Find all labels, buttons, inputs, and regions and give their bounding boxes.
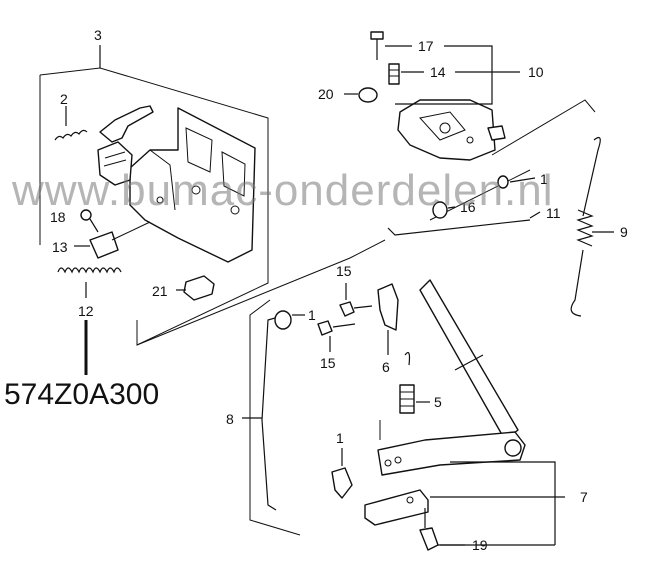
- label-16: 16: [460, 199, 476, 215]
- governor-arm: [377, 279, 526, 476]
- bolt-17: [370, 31, 412, 60]
- label-21: 21: [152, 283, 168, 299]
- label-18: 18: [50, 209, 66, 225]
- watermark-text: www.bumac-onderdelen.nl: [12, 166, 554, 215]
- label-5: 5: [434, 394, 442, 410]
- screw-18: [80, 209, 99, 233]
- callout-labels: 3 2 18 13 12 21 17 14 10 20 1 16 11 9 15…: [50, 27, 628, 553]
- label-14: 14: [430, 64, 446, 80]
- clip-1-upper: [497, 175, 536, 189]
- label-13: 13: [52, 239, 68, 255]
- label-20: 20: [318, 86, 334, 102]
- assembly-outline-3: [39, 45, 269, 346]
- label-15-upper: 15: [336, 263, 352, 279]
- screw-15-upper: [339, 283, 373, 317]
- control-lever: [97, 105, 154, 186]
- label-3: 3: [94, 27, 102, 43]
- spring-2: [54, 106, 88, 141]
- label-15-lower: 15: [320, 355, 336, 371]
- nut-16: [432, 201, 456, 219]
- part-number: 574Z0A300: [4, 378, 160, 411]
- label-12: 12: [78, 303, 94, 319]
- spring-9: [570, 137, 614, 317]
- control-plate: [129, 107, 256, 263]
- label-10: 10: [528, 64, 544, 80]
- label-9: 9: [620, 224, 628, 240]
- nut-21: [176, 275, 215, 301]
- bracket-10: [395, 45, 520, 105]
- rod-11: [387, 211, 541, 236]
- bolt-19: [419, 508, 555, 551]
- label-8: 8: [226, 411, 234, 427]
- label-17: 17: [418, 38, 434, 54]
- label-2: 2: [60, 91, 68, 107]
- label-1-upper: 1: [540, 171, 548, 187]
- clip-1-lower: [331, 448, 353, 499]
- label-1-lower: 1: [336, 430, 344, 446]
- plate-7: [364, 461, 565, 545]
- clip-13: [74, 221, 151, 259]
- spring-5: [399, 352, 430, 414]
- label-11: 11: [546, 205, 561, 221]
- spring-12: [57, 267, 122, 298]
- lever-6: [377, 283, 399, 355]
- spring-14: [388, 63, 424, 85]
- label-6: 6: [382, 359, 390, 375]
- rod-8: [242, 317, 277, 511]
- upper-lever-assembly: [397, 99, 506, 161]
- label-19: 19: [472, 537, 488, 553]
- clip-1-mid: [274, 310, 305, 330]
- screw-15-lower: [317, 320, 356, 352]
- label-7: 7: [580, 489, 588, 505]
- washer-20: [344, 87, 378, 103]
- label-1-mid: 1: [308, 307, 316, 323]
